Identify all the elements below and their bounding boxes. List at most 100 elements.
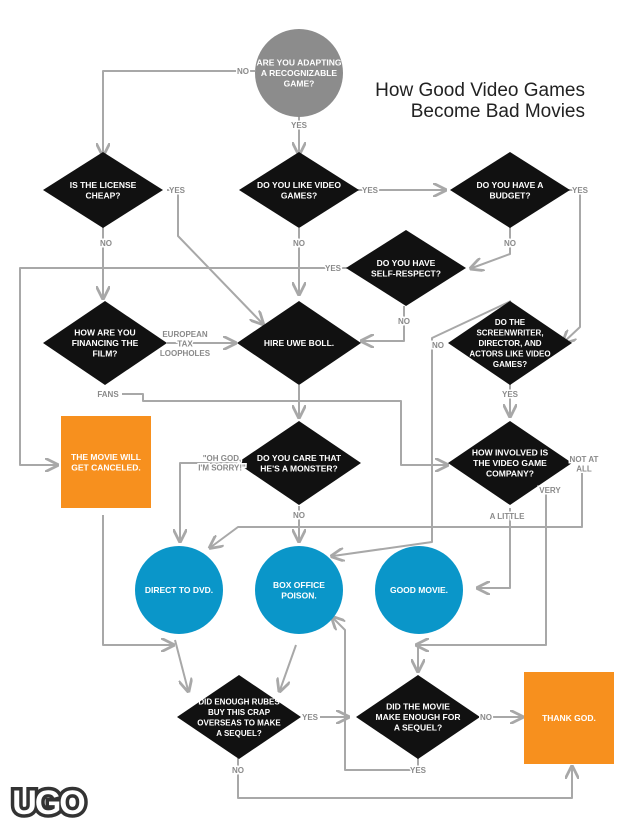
label-not-at-all: NOT AT <box>570 455 599 464</box>
node-financing-text: FINANCING THE <box>72 338 139 348</box>
label-budget-yes: YES <box>572 186 589 195</box>
label-adapting-no: NO <box>237 67 249 76</box>
node-canceled-text: THE MOVIE WILL <box>71 452 141 462</box>
node-dvd: DIRECT TO DVD. <box>135 546 223 634</box>
label-screen-no: NO <box>432 341 444 350</box>
label-like-no: NO <box>293 239 305 248</box>
node-rubes-text: BUY THIS CRAP <box>208 708 271 717</box>
node-license-text: IS THE LICENSE <box>70 180 137 190</box>
node-adapting-text: ARE YOU ADAPTING <box>256 58 341 68</box>
label-fans: FANS <box>97 390 119 399</box>
node-monster-text: DO YOU CARE THAT <box>257 453 342 463</box>
node-adapting-shape <box>255 29 343 117</box>
label-rubes-yes: YES <box>302 713 319 722</box>
connector-a-little <box>479 508 511 588</box>
connector-very <box>418 492 547 645</box>
connector-canceled-loop <box>102 515 172 645</box>
connector-dvd-down <box>174 639 188 690</box>
node-like-games-text: GAMES? <box>281 190 317 200</box>
label-oh-god: "OH GOD, <box>203 454 241 463</box>
connector-lines <box>19 70 583 799</box>
edge-labels: NOYESYESNOYESNOYESNOYESNOEUROPEANTAXLOOP… <box>96 66 600 777</box>
node-screenwriter-text: SCREENWRITER, <box>476 329 543 338</box>
node-financing-shape <box>43 301 167 385</box>
node-poison-text: BOX OFFICE <box>273 580 325 590</box>
node-poison-text: POISON. <box>281 590 316 600</box>
ugo-logo: UGO <box>9 781 91 826</box>
node-good-movie: GOOD MOVIE. <box>375 546 463 634</box>
node-dvd-text: DIRECT TO DVD. <box>145 585 213 595</box>
label-self-no: NO <box>398 317 410 326</box>
node-screenwriter-text: GAMES? <box>493 360 527 369</box>
node-budget-text: BUDGET? <box>489 190 530 200</box>
node-budget-shape <box>450 152 570 228</box>
node-thank-god-shape <box>524 672 614 764</box>
node-good-movie-shape <box>375 546 463 634</box>
node-thank-god-text: THANK GOD. <box>542 713 596 723</box>
node-like-games-shape <box>239 152 359 228</box>
node-rubes-text: A SEQUEL? <box>216 729 262 738</box>
label-monster-no: NO <box>293 511 305 520</box>
node-self-respect-shape <box>346 230 466 306</box>
node-thank-god: THANK GOD. <box>524 672 614 764</box>
label-rubes-no: NO <box>232 766 244 775</box>
connector-not-at-all <box>211 468 583 547</box>
connector-rubes-no <box>237 758 572 799</box>
label-sequel-yes: YES <box>410 766 427 775</box>
node-like-games-text: DO YOU LIKE VIDEO <box>257 180 341 190</box>
node-uwe-boll-shape <box>237 301 361 385</box>
ugo-logo-text: UGO <box>12 784 85 822</box>
node-screenwriter-text: DO THE <box>495 318 526 327</box>
node-adapting-text: GAME? <box>284 79 315 89</box>
label-adapting-yes: YES <box>291 121 308 130</box>
label-a-little: A LITTLE <box>490 512 525 521</box>
node-financing-text: FILM? <box>92 349 117 359</box>
label-screen-yes: YES <box>502 390 519 399</box>
label-budget-no: NO <box>504 239 516 248</box>
node-enough-sequel-shape <box>356 675 480 759</box>
node-poison-shape <box>255 546 343 634</box>
node-involved-text: THE VIDEO GAME <box>473 458 547 468</box>
node-uwe-boll: HIRE UWE BOLL. <box>237 301 361 385</box>
connector-license-yes <box>167 189 262 323</box>
node-license-text: CHEAP? <box>86 190 121 200</box>
node-monster-shape <box>237 421 361 505</box>
node-dvd-shape <box>135 546 223 634</box>
node-uwe-boll-text: HIRE UWE BOLL. <box>264 338 334 348</box>
node-enough-sequel-text: MAKE ENOUGH FOR <box>376 712 461 722</box>
connector-budget-no <box>472 226 511 268</box>
node-involved-text: COMPANY? <box>486 469 534 479</box>
chart-title-line-2: Become Bad Movies <box>410 101 585 122</box>
node-involved-shape <box>448 421 572 505</box>
connector-poison-down <box>280 644 297 690</box>
node-canceled-text: GET CANCELED. <box>71 462 140 472</box>
label-euro: EUROPEAN <box>162 330 208 339</box>
node-adapting-text: A RECOGNIZABLE <box>261 68 338 78</box>
node-canceled-shape <box>61 416 151 508</box>
node-self-respect-text: DO YOU HAVE <box>377 258 436 268</box>
label-like-yes: YES <box>362 186 379 195</box>
node-monster-text: HE'S A MONSTER? <box>260 463 337 473</box>
connector-budget-yes <box>564 189 581 342</box>
node-financing-text: HOW ARE YOU <box>74 328 135 338</box>
connector-oh-god <box>180 462 240 540</box>
node-rubes-text: OVERSEAS TO MAKE <box>197 718 281 727</box>
node-rubes-text: DID ENOUGH RUBES <box>198 697 280 706</box>
chart-title-line-1: How Good Video Games <box>375 80 585 101</box>
node-screenwriter-shape <box>448 301 572 385</box>
connector-fans <box>122 393 446 465</box>
label-license-no: NO <box>100 239 112 248</box>
